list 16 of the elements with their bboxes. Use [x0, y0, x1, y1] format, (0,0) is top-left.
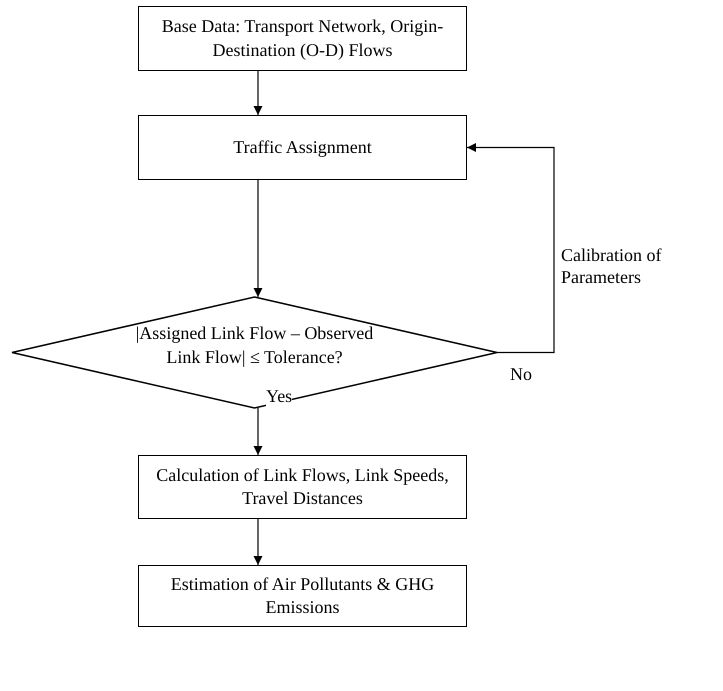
arrow: [254, 519, 262, 565]
arrow: [254, 71, 262, 115]
process-box: [138, 6, 467, 71]
node-text: Calculation of Link Flows, Link Speeds, Travel Distances: [155, 464, 450, 510]
node-text: |Assigned Link Flow – Observed Link Flow| ≤ Tolerance?: [134, 322, 374, 369]
node-text: Traffic Assignment: [233, 136, 372, 159]
arrow: [467, 143, 555, 354]
node-text: Estimation of Air Pollutants & GHG Emissions: [170, 572, 436, 619]
process-box: [138, 115, 467, 180]
annotation-text: Calibration of Parameters: [561, 245, 662, 288]
arrow: [254, 180, 262, 297]
process-box: [138, 565, 467, 627]
node-text: Base Data: Transport Network, Origin-Destination (O-D) Flows: [160, 15, 444, 62]
process-box: [138, 455, 467, 519]
arrow: [254, 408, 262, 455]
decision-diamond: [12, 297, 497, 408]
